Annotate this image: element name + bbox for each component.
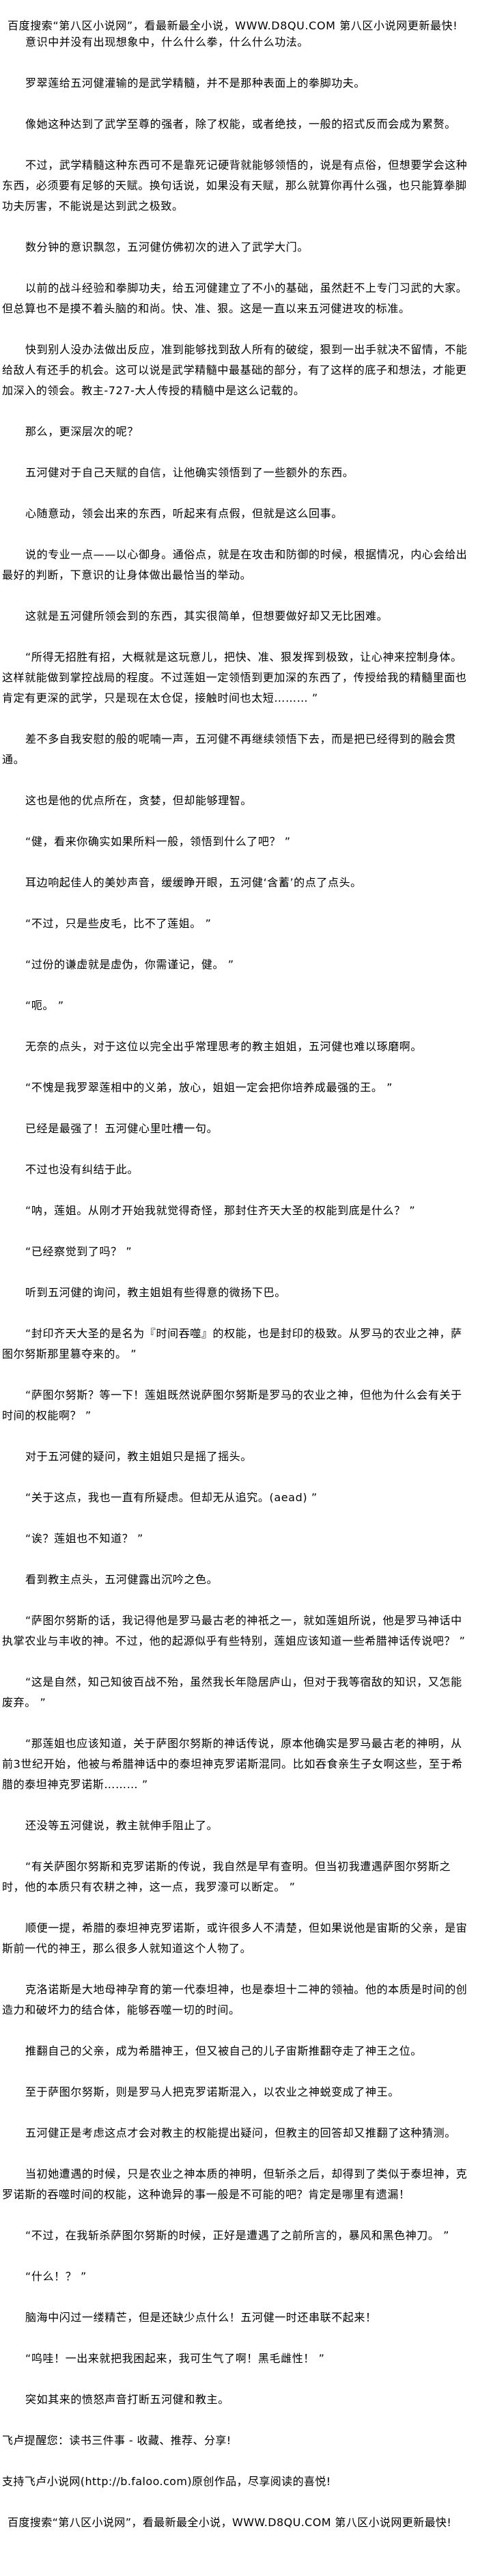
- paragraph: 至于萨图尔努斯，则是罗马人把克罗诺斯混入，以农业之神蜕变成了神王。: [25, 2085, 399, 2098]
- paragraph: “不过，只是些皮毛，比不了莲姐。 ”: [25, 917, 212, 930]
- paragraph: “有关萨图尔努斯和克罗诺斯的传说，我自然是早有查明。但当初我遭遇萨图尔努斯之时，…: [2, 1860, 451, 1893]
- paragraph: 这也是他的优点所在，贪婪，但却能够理智。: [25, 794, 253, 807]
- paragraph: “呃。 ”: [25, 999, 64, 1012]
- paragraph: 五河健对于自己天赋的自信，让他确实领悟到了一些额外的东西。: [25, 466, 354, 479]
- paragraph: 已经是最强了！五河健心里吐槽一句。: [25, 1122, 219, 1135]
- paragraph: 突如其来的愤怒声音打断五河健和教主。: [25, 2393, 229, 2406]
- paragraph: “不愧是我罗翠莲相中的义弟，放心，姐姐一定会把你培养成最强的王。 ”: [25, 1081, 393, 1094]
- paragraph: 脑海中闪过一缕精芒，但是还缺少点什么！五河健一时还串联不起来！: [25, 2311, 377, 2324]
- paragraph: 还没等五河健说，教主就伸手阻止了。: [25, 1819, 219, 1832]
- paragraph: “健，看来你确实如果所料一般，领悟到什么了吧？ ”: [25, 835, 291, 848]
- paragraph: “封印齐天大圣的是名为『时间吞噬』的权能，也是封印的极致。从罗马的农业之神，萨图…: [2, 1327, 462, 1360]
- paragraph: “已经察觉到了吗？ ”: [25, 1245, 132, 1258]
- paragraph: 推翻自己的父亲，成为希腊神王，但又被自己的儿子宙斯推翻夺走了神王之位。: [25, 2044, 423, 2057]
- paragraph: 罗翠莲给五河健灌输的是武学精髓，并不是那种表面上的拳脚功夫。: [25, 77, 366, 90]
- paragraph: 快到别人没办法做出反应，准到能够找到敌人所有的破绽，狠到一出手就决不留情，不能给…: [2, 343, 468, 397]
- paragraph: 数分钟的意识飘忽，五河健仿佛初次的进入了武学大门。: [25, 241, 309, 254]
- paragraph: “过份的谦虚就是虚伪，你需谨记，健。 ”: [25, 958, 234, 971]
- paragraph: 五河健正是考虑这点才会对教主的权能提出疑问，但教主的回答却又推翻了这种猜测。: [25, 2126, 456, 2139]
- paragraph: 说的专业一点——以心御身。通俗点，就是在攻击和防御的时候，根据情况，内心会给出最…: [2, 548, 468, 581]
- paragraph: 克洛诺斯是大地母神孕育的第一代泰坦神，也是泰坦十二神的领袖。他的本质是时间的创造…: [2, 1983, 468, 2016]
- paragraph: 这就是五河健所领会到的东西，其实很简单，但想要做好却又无比困难。: [25, 609, 389, 622]
- paragraph: 耳边响起佳人的美妙声音，缓缓睁开眼，五河健‘含蓄’的点了点头。: [25, 876, 362, 889]
- paragraph: 不过也没有纠结于此。: [25, 1163, 139, 1176]
- support-note: 支持飞卢小说网(http://b.faloo.com)原创作品，尽享阅读的喜悦!: [2, 2475, 331, 2488]
- paragraph: 听到五河健的询问，教主姐姐有些得意的微扬下巴。: [25, 1286, 286, 1299]
- paragraph: 像她这种达到了武学至尊的强者，除了权能，或者绝技，一般的招式反而会成为累赘。: [25, 118, 456, 131]
- paragraph: 当初她遭遇的时候，只是农业之神本质的神明，但斩杀之后，却得到了类似于泰坦神，克罗…: [2, 2167, 468, 2201]
- paragraph: 无奈的点头，对于这位以完全出乎常理思考的教主姐姐，五河健也难以琢磨啊。: [25, 1040, 423, 1053]
- chapter-page: 百度搜索“第八区小说网”，看最新最全小说，WWW.D8QU.COM 第八区小说网…: [2, 19, 470, 2553]
- paragraph: 以前的战斗经验和拳脚功夫，给五河健建立了不小的基础，虽然赶不上专门习武的大家。但…: [2, 282, 468, 315]
- paragraph: “萨图尔努斯的话，我记得他是罗马最古老的神祇之一，就如莲姐所说，他是罗马神话中执…: [2, 1614, 466, 1647]
- paragraph: 不过，武学精髓这种东西可不是靠死记硬背就能够领悟的，说是有点俗，但想要学会这种东…: [2, 159, 468, 213]
- paragraph: 差不多自我安慰的般的呢喃一声，五河健不再继续领悟下去，而是把已经得到的融会贯通。: [2, 732, 456, 766]
- paragraph: 意识中并没有出现想象中，什么什么拳，什么什么功法。: [25, 36, 309, 49]
- reminder-note: 飞卢提醒您：读书三件事 - 收藏、推荐、分享!: [2, 2434, 231, 2447]
- paragraph: 顺便一提，希腊的泰坦神克罗诺斯，或许很多人不清楚，但如果说他是宙斯的父亲，是宙斯…: [2, 1921, 468, 1955]
- paragraph: 心随意动，领会出来的东西，听起来有点假，但就是这么回事。: [25, 507, 343, 520]
- paragraph: “这是自然，知己知彼百战不殆，虽然我长年隐居庐山，但对于我等宿敌的知识，又怎能废…: [2, 1675, 462, 1709]
- paragraph: “什么！？ ”: [25, 2270, 87, 2283]
- paragraph: “关于这点，我也一直有所疑虑。但却无从追究。(aead) ”: [25, 1491, 318, 1504]
- site-banner-top: 百度搜索“第八区小说网”，看最新最全小说，WWW.D8QU.COM 第八区小说网…: [8, 19, 458, 32]
- paragraph: “呐，莲姐。从刚才开始我就觉得奇怪，那封住齐天大圣的权能到底是什么？ ”: [25, 1204, 416, 1217]
- paragraph: 那么，更深层次的呢？: [25, 425, 139, 438]
- paragraph: “呜哇！一出来就把我困起来，我可生气了啊！黑毛雌性！ ”: [25, 2352, 325, 2365]
- paragraph: 对于五河健的疑问，教主姐姐只是摇了摇头。: [25, 1450, 253, 1463]
- paragraph: “所得无招胜有招，大概就是这玩意儿，把快、准、狠发挥到极致，让心神来控制身体。这…: [2, 650, 467, 704]
- site-banner-bottom: 百度搜索“第八区小说网”，看最新最全小说，WWW.D8QU.COM 第八区小说网…: [8, 2516, 452, 2529]
- paragraph: “萨图尔努斯？等一下！莲姐既然说萨图尔努斯是罗马的农业之神，但他为什么会有关于时…: [2, 1388, 462, 1422]
- paragraph: “诶？莲姐也不知道？ ”: [25, 1532, 143, 1545]
- paragraph: “不过，在我斩杀萨图尔努斯的时候，正好是遭遇了之前所言的，暴风和黑色神刀。 ”: [25, 2229, 450, 2242]
- chapter-body: 意识中并没有出现想象中，什么什么拳，什么什么功法。罗翠莲给五河健灌输的是武学精髓…: [2, 32, 470, 2410]
- paragraph: “那莲姐也应该知道，关于萨图尔努斯的神话传说，原本他确实是罗马最古老的神明，从前…: [2, 1737, 463, 1791]
- paragraph: 看到教主点头，五河健露出沉吟之色。: [25, 1573, 219, 1586]
